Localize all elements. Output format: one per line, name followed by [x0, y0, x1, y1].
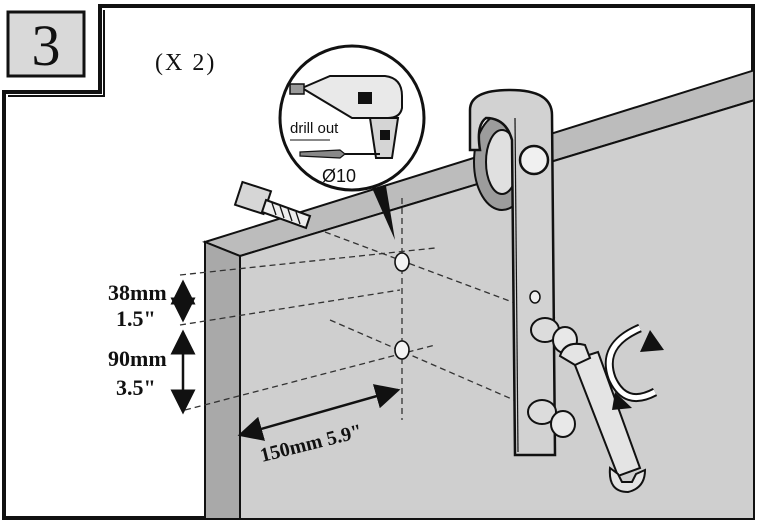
- construction-lines: [179, 198, 561, 421]
- nut-lower: [527, 399, 576, 438]
- dim-top-mm: 38mm: [108, 280, 167, 305]
- drill-diameter: Ø10: [322, 166, 356, 186]
- step-number-box: 3: [6, 10, 86, 78]
- rotate-arrow-icon: [604, 323, 664, 410]
- drill-callout: drill out Ø10: [278, 44, 426, 240]
- roller-strap: [468, 88, 557, 457]
- dim-spacing-in: 3.5": [116, 375, 156, 400]
- drill-hole-upper: [394, 252, 410, 272]
- dim-top-in: 1.5": [116, 306, 156, 331]
- step-frame-inner: [8, 10, 105, 97]
- dim-spacing-mm: 90mm: [108, 346, 167, 371]
- drill-hole-lower: [394, 340, 410, 360]
- step-frame: [2, 4, 755, 520]
- quantity-note: (X 2): [155, 50, 216, 76]
- drill-label: drill out: [290, 120, 339, 137]
- door-side-edge: [204, 240, 241, 518]
- drill-icon: [289, 75, 403, 159]
- drill-bit-icon: [299, 149, 380, 159]
- bolt: [233, 180, 312, 230]
- wrench-icon: [558, 342, 647, 494]
- step-number: 3: [32, 13, 61, 78]
- horizontal-dimension: [237, 384, 401, 441]
